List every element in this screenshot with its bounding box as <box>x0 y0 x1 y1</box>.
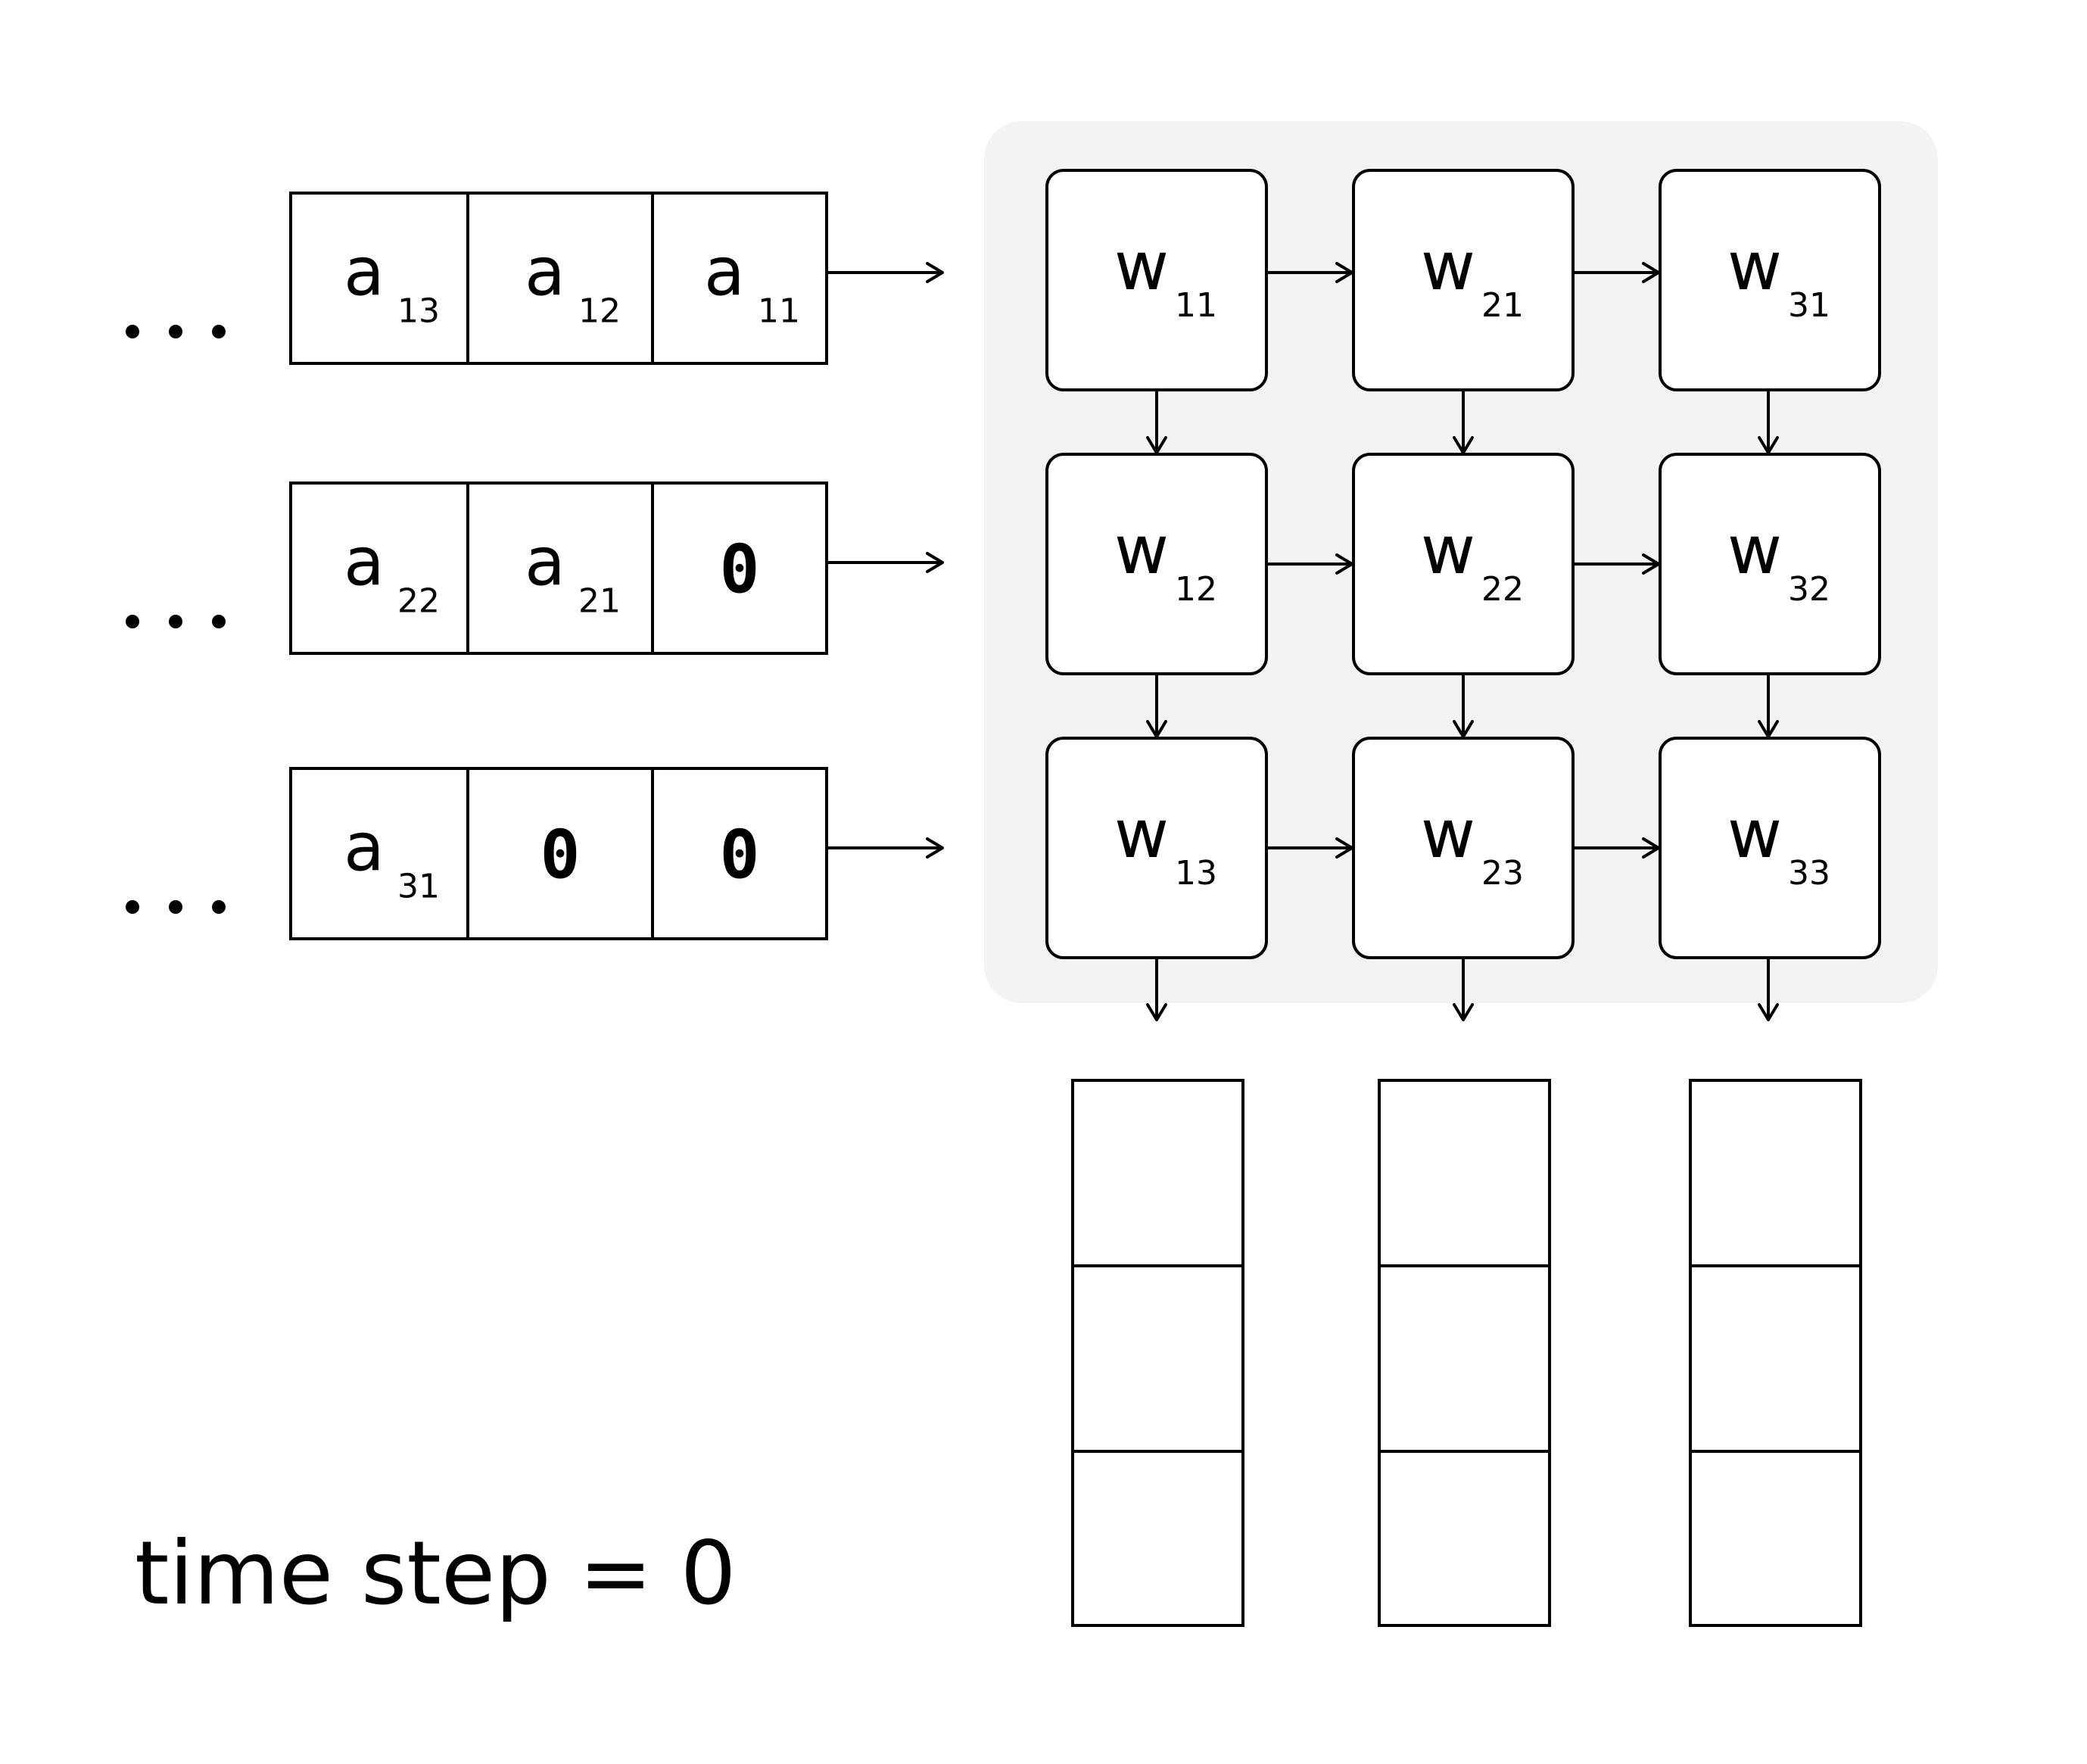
weight-label: w <box>1421 227 1475 305</box>
output-buffer-2 <box>1378 1079 1551 1627</box>
input-row-2: ... a 22 a 21 0 <box>126 482 828 655</box>
pe-box <box>1352 737 1575 959</box>
weight-label: w <box>1727 795 1782 873</box>
weight-label-subscript: 12 <box>1175 570 1217 609</box>
input-strip <box>289 482 828 655</box>
output-cell <box>1071 1264 1244 1453</box>
time-step-caption: time step = 0 <box>135 1522 737 1625</box>
output-buffer-1 <box>1071 1079 1244 1627</box>
processing-element: w13 <box>1045 737 1268 959</box>
input-cell-label: a <box>344 809 385 887</box>
ellipsis-dot <box>126 325 139 338</box>
ellipsis-icon: ... <box>126 900 226 914</box>
input-row-1: ... a 13 a 12 a 11 <box>126 192 828 365</box>
weight-label-subscript: 33 <box>1788 854 1830 893</box>
ellipsis-dot <box>169 325 182 338</box>
ellipsis-dot <box>126 615 139 628</box>
processing-element: w12 <box>1045 453 1268 675</box>
pe-box <box>1045 453 1268 675</box>
input-cell-label: 0 <box>720 816 760 894</box>
output-cell <box>1378 1450 1551 1627</box>
output-buffer-3 <box>1689 1079 1862 1627</box>
pe-box <box>1659 737 1881 959</box>
ellipsis-dot <box>212 615 226 628</box>
input-cell-label: a <box>344 523 385 601</box>
output-cell <box>1689 1450 1862 1627</box>
input-strip <box>289 767 828 940</box>
processing-element: w21 <box>1352 169 1575 391</box>
weight-label: w <box>1114 511 1169 589</box>
input-queues: ... a 13 a 12 a 11... a 22 a 21 0... a 31 0 0 <box>126 192 828 940</box>
output-cell <box>1071 1079 1244 1267</box>
processing-element: w22 <box>1352 453 1575 675</box>
pe-box <box>1352 453 1575 675</box>
ellipsis-icon: ... <box>126 325 226 338</box>
weight-label-subscript: 21 <box>1481 286 1524 325</box>
processing-element: w32 <box>1659 453 1881 675</box>
dataflow-arrows <box>827 262 1779 1021</box>
output-cell <box>1378 1079 1551 1267</box>
weight-label-subscript: 22 <box>1481 570 1524 609</box>
output-cell <box>1071 1450 1244 1627</box>
input-cell-label-subscript: 13 <box>397 292 440 331</box>
weight-label: w <box>1727 511 1782 589</box>
input-cell-label: a <box>344 233 385 311</box>
weight-label-subscript: 23 <box>1481 854 1524 893</box>
pe-box <box>1045 169 1268 391</box>
weight-label: w <box>1727 227 1782 305</box>
ellipsis-dot <box>169 900 182 914</box>
weight-label-subscript: 31 <box>1788 286 1830 325</box>
weight-label: w <box>1114 227 1169 305</box>
input-cell-label: a <box>525 233 565 311</box>
pe-box <box>1352 169 1575 391</box>
pe-box <box>1659 453 1881 675</box>
processing-element: w33 <box>1659 737 1881 959</box>
input-row-3: ... a 31 0 0 <box>126 767 828 940</box>
ellipsis-dot <box>169 615 182 628</box>
processing-element: w23 <box>1352 737 1575 959</box>
input-cell-label-subscript: 21 <box>578 582 621 621</box>
weight-label: w <box>1421 795 1475 873</box>
weight-label-subscript: 13 <box>1175 854 1217 893</box>
weight-label-subscript: 32 <box>1788 570 1830 609</box>
output-cell <box>1689 1264 1862 1453</box>
ellipsis-icon: ... <box>126 615 226 628</box>
input-strip <box>289 192 828 365</box>
input-cell-label: 0 <box>720 531 760 609</box>
input-cell-label-subscript: 12 <box>578 292 621 331</box>
pe-box <box>1659 169 1881 391</box>
weight-label-subscript: 11 <box>1175 286 1217 325</box>
input-cell-label: a <box>525 523 565 601</box>
weight-label: w <box>1421 511 1475 589</box>
output-cell <box>1689 1079 1862 1267</box>
weight-label: w <box>1114 795 1169 873</box>
input-cell-label-subscript: 11 <box>758 292 800 331</box>
input-cell-label: 0 <box>540 816 581 894</box>
input-cell-label: a <box>704 233 745 311</box>
output-buffers <box>1071 1079 1862 1627</box>
processing-element: w31 <box>1659 169 1881 391</box>
output-cell <box>1378 1264 1551 1453</box>
input-cell-label-subscript: 31 <box>397 868 440 906</box>
pe-box <box>1045 737 1268 959</box>
ellipsis-dot <box>212 900 226 914</box>
ellipsis-dot <box>126 900 139 914</box>
ellipsis-dot <box>212 325 226 338</box>
input-cell-label-subscript: 22 <box>397 582 440 621</box>
processing-element: w11 <box>1045 169 1268 391</box>
